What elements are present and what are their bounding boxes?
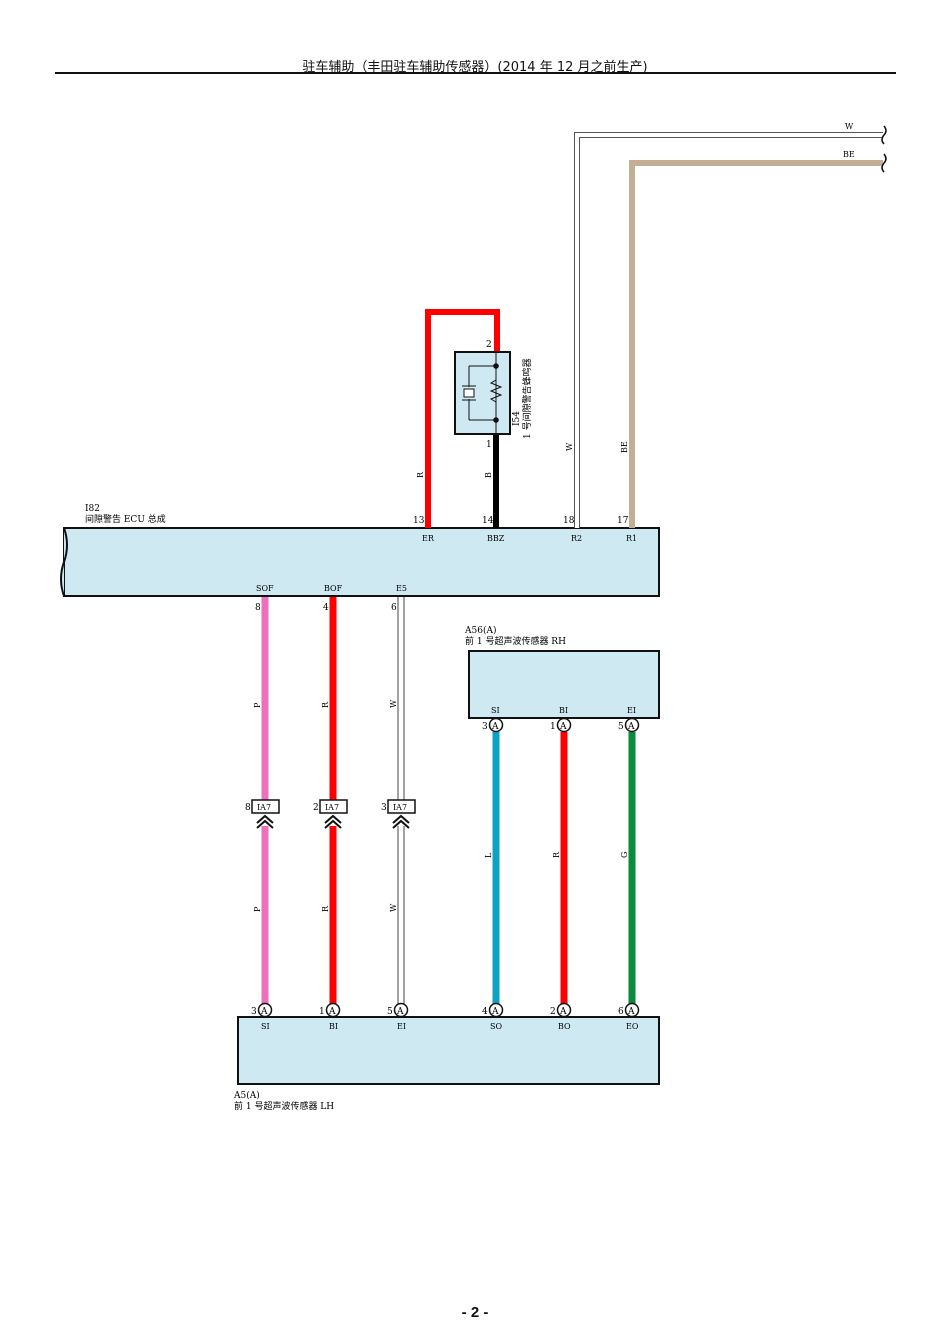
wire-label-bbz: B [484, 472, 493, 478]
offpage-be-label: BE [843, 150, 855, 159]
ecu-bottom-pin-6: 6 [391, 603, 397, 613]
rh-pin-1: 1 [550, 722, 556, 732]
rh-connector-marker-ei [624, 717, 640, 733]
buzzer-pin-1: 1 [486, 440, 492, 450]
sensor-lh-name: 前 1 号超声波传感器 LH [234, 1100, 334, 1112]
page-header-title: 驻车辅助（丰田驻车辅助传感器）(2014 年 12 月之前生产) [302, 60, 648, 75]
wire-label-er: R [416, 471, 425, 478]
ecu-top-pin-14: 14 [482, 516, 494, 526]
rh-term-ei: EI [627, 706, 636, 715]
ecu-name: 间隙警告 ECU 总成 [85, 513, 166, 525]
wire-label-bof-lower: R [321, 905, 330, 912]
ia7-connector-sof [251, 799, 280, 829]
rh-pin-5: 5 [618, 722, 624, 732]
lh-conn-letter-bi: A [328, 1007, 336, 1017]
ia7-label-e5: IA7 [393, 803, 407, 812]
rh-conn-letter-bi: A [559, 722, 567, 732]
rh-conn-letter-si: A [491, 722, 499, 732]
header-rule [55, 72, 896, 74]
lh-pin-6: 6 [618, 1007, 624, 1017]
ecu-term-e5: E5 [396, 584, 407, 593]
offpage-break-w [881, 125, 887, 145]
ia7-label-bof: IA7 [325, 803, 339, 812]
wire-label-e5-upper: W [389, 699, 398, 708]
ecu-top-pin-17: 17 [617, 516, 629, 526]
rh-lh-wires [492, 732, 636, 1004]
rh-connector-marker-si [488, 717, 504, 733]
wire-label-sof-lower: P [253, 906, 262, 912]
lh-term-ei: EI [397, 1022, 406, 1031]
lh-term-bi: BI [329, 1022, 338, 1031]
buzzer-name: 1 号间隙警告蜂鸣器 [521, 358, 533, 439]
rh-pin-3: 3 [482, 722, 488, 732]
ia7-connector-e5 [387, 799, 416, 829]
lh-conn-letter-so: A [491, 1007, 499, 1017]
ecu-term-er: ER [422, 534, 435, 543]
sensor-lh-box [237, 1016, 660, 1085]
rh-term-si: SI [491, 706, 500, 715]
wire-r2-w [574, 132, 883, 528]
sensor-rh-id: A56(A) [464, 625, 496, 636]
lower-left-wires [261, 597, 405, 1004]
sensor-rh-box [468, 650, 660, 719]
ecu-id: I82 [85, 504, 100, 514]
lh-conn-letter-si: A [260, 1007, 268, 1017]
wire-label-bi: R [552, 851, 561, 858]
ecu-bottom-pin-8: 8 [255, 603, 261, 613]
buzzer-pin-2: 2 [486, 340, 492, 350]
lh-term-bo: BO [558, 1022, 571, 1031]
lh-conn-letter-eo: A [627, 1007, 635, 1017]
ecu-top-pin-13: 13 [413, 516, 425, 526]
lh-term-eo: EO [626, 1022, 639, 1031]
rh-term-bi: BI [559, 706, 568, 715]
wire-label-r1: BE [620, 441, 629, 453]
lh-connector-markers [257, 1002, 640, 1018]
lh-pin-2: 2 [550, 1007, 556, 1017]
lh-conn-letter-bo: A [559, 1007, 567, 1017]
wire-er-r [425, 309, 500, 528]
buzzer-id: I54 [512, 411, 522, 426]
wire-label-bof-upper: R [321, 701, 330, 708]
lh-conn-letter-ei: A [396, 1007, 404, 1017]
lh-pin-3: 3 [251, 1007, 257, 1017]
wire-label-r2: W [565, 442, 574, 451]
lh-term-si: SI [261, 1022, 270, 1031]
lh-pin-5: 5 [387, 1007, 393, 1017]
ecu-term-bof: BOF [324, 584, 343, 593]
rh-conn-letter-ei: A [627, 722, 635, 732]
buzzer-component [454, 351, 511, 435]
lh-pin-1: 1 [319, 1007, 325, 1017]
upper-wires [425, 125, 887, 528]
ecu-term-sof: SOF [256, 584, 274, 593]
ia7-connector-bof [319, 799, 348, 829]
ia7-pin-2: 2 [313, 803, 319, 813]
lh-pin-4: 4 [482, 1007, 488, 1017]
offpage-w-label: W [845, 122, 854, 131]
ecu-box [60, 527, 660, 597]
wire-r1-be [629, 160, 883, 528]
wire-label-ei: G [620, 852, 629, 858]
ia7-pin-3: 3 [381, 803, 387, 813]
ecu-term-r1: R1 [626, 534, 637, 543]
page-number: - 2 - [461, 1304, 489, 1321]
offpage-break-be [881, 153, 887, 173]
ia7-pin-8: 8 [245, 803, 251, 813]
wire-label-e5-lower: W [389, 903, 398, 912]
wire-label-sof-upper: P [253, 702, 262, 708]
ecu-top-pin-18: 18 [563, 516, 575, 526]
wire-label-si: L [484, 852, 493, 858]
ia7-label-sof: IA7 [257, 803, 271, 812]
ecu-term-r2: R2 [571, 534, 582, 543]
ecu-bottom-pin-4: 4 [323, 603, 329, 613]
ecu-term-bbz: BBZ [487, 534, 505, 543]
rh-connector-marker-bi [556, 717, 572, 733]
lh-term-so: SO [490, 1022, 502, 1031]
sensor-lh-id: A5(A) [233, 1090, 260, 1101]
sensor-rh-name: 前 1 号超声波传感器 RH [465, 635, 566, 647]
